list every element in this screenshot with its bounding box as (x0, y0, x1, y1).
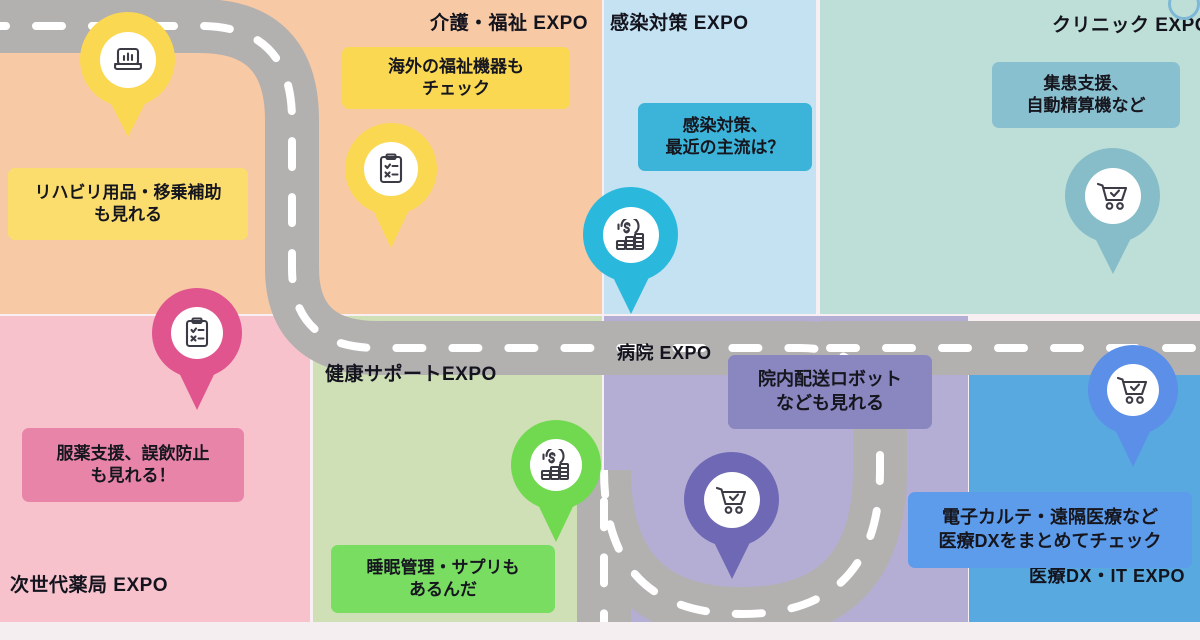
callout-kansen-shuryu: 感染対策、最近の主流は？ (638, 103, 812, 171)
pin-tail (173, 360, 221, 410)
pin-icon-disc (1084, 167, 1141, 224)
shopping-cart-icon (1116, 376, 1148, 404)
callout-line: 電子カルテ・遠隔医療など (942, 507, 1158, 528)
callout-innai-robot: 院内配送ロボットなども見れる (728, 355, 932, 429)
clipboard-check-icon (379, 153, 403, 184)
pin-icon-disc (364, 142, 418, 196)
pin-tail (532, 492, 580, 542)
clipped-circle-icon (1168, 0, 1200, 20)
pin-tail (706, 528, 757, 579)
zone-label-kenko-support: 健康サポートEXPO (325, 364, 497, 385)
callout-line: 感染対策、 (682, 115, 768, 135)
zone-label-kaigo-fukushi: 介護・福祉 EXPO (430, 13, 589, 34)
callout-denshi-karute: 電子カルテ・遠隔医療など医療DXをまとめてチェック (908, 492, 1192, 568)
pin-icon-disc (703, 471, 760, 528)
pin-icon-disc (530, 439, 582, 491)
pin-tail (1087, 224, 1138, 274)
callout-line: 自動精算機など (1026, 96, 1146, 115)
map-pin-kaigo-clipboard[interactable] (345, 123, 437, 248)
callout-rehab: リハビリ用品・移乗補助も見れる (8, 168, 248, 240)
callout-line: 院内配送ロボット (758, 369, 902, 390)
map-pin-yakkyoku-clipboard[interactable] (152, 288, 242, 410)
pin-tail (102, 88, 153, 137)
callout-fukuyaku-shien: 服薬支援、誤飲防止も見れる！ (22, 428, 244, 502)
map-pin-dx-cart[interactable] (1088, 345, 1178, 467)
callout-line: 服薬支援、誤飲防止 (56, 443, 210, 463)
callout-line: も見れる (94, 205, 162, 224)
callout-line: 海外の福祉機器も (388, 56, 524, 76)
zone-label-jisedai-yakkyoku: 次世代薬局 EXPO (10, 575, 169, 596)
coins-money-icon (615, 218, 644, 250)
map-pin-kaigo-presentation[interactable] (80, 12, 175, 137)
map-pin-byoin-cart[interactable] (684, 452, 779, 579)
pin-tail (605, 263, 656, 314)
callout-line: なども見れる (776, 393, 884, 413)
map-pin-kansen-coins[interactable] (583, 187, 678, 314)
zone-label-byoin: 病院 EXPO (617, 343, 712, 363)
pin-tail (367, 197, 415, 248)
callout-line: チェック (422, 79, 490, 98)
callout-line: 最近の主流は？ (665, 138, 785, 157)
pin-icon-disc (602, 206, 659, 263)
callout-line: リハビリ用品・移乗補助 (34, 182, 222, 202)
callout-line: 集患支援、 (1043, 73, 1129, 93)
callout-line: 医療DXをまとめてチェック (938, 531, 1162, 551)
pin-icon-disc (99, 31, 156, 88)
presentation-chart-icon (113, 47, 142, 70)
callout-shukan-shien: 集患支援、自動精算機など (992, 62, 1180, 128)
zone-label-iryo-dx-it: 医療DX・IT EXPO (1029, 566, 1186, 586)
callout-kaigai-fukushi: 海外の福祉機器もチェック (342, 47, 570, 109)
map-pin-clinic-cart[interactable] (1065, 148, 1160, 274)
map-pin-kenko-coins[interactable] (511, 420, 601, 542)
coins-money-icon (540, 449, 570, 481)
clipboard-check-icon (185, 317, 209, 348)
pin-icon-disc (1107, 364, 1159, 416)
zone-label-clinic: クリニック EXPO (1052, 15, 1200, 36)
callout-line: 睡眠管理・サプリも (366, 557, 520, 577)
bottom-band (0, 622, 1200, 640)
callout-line: あるんだ (409, 580, 477, 599)
pin-tail (1109, 417, 1157, 467)
shopping-cart-icon (715, 486, 746, 514)
callout-suimin-kanri: 睡眠管理・サプリもあるんだ (331, 545, 555, 613)
pin-icon-disc (171, 307, 223, 359)
shopping-cart-icon (1096, 182, 1127, 210)
callout-line: も見れる！ (90, 466, 176, 485)
zone-label-kansen-taisaku: 感染対策 EXPO (610, 13, 749, 34)
